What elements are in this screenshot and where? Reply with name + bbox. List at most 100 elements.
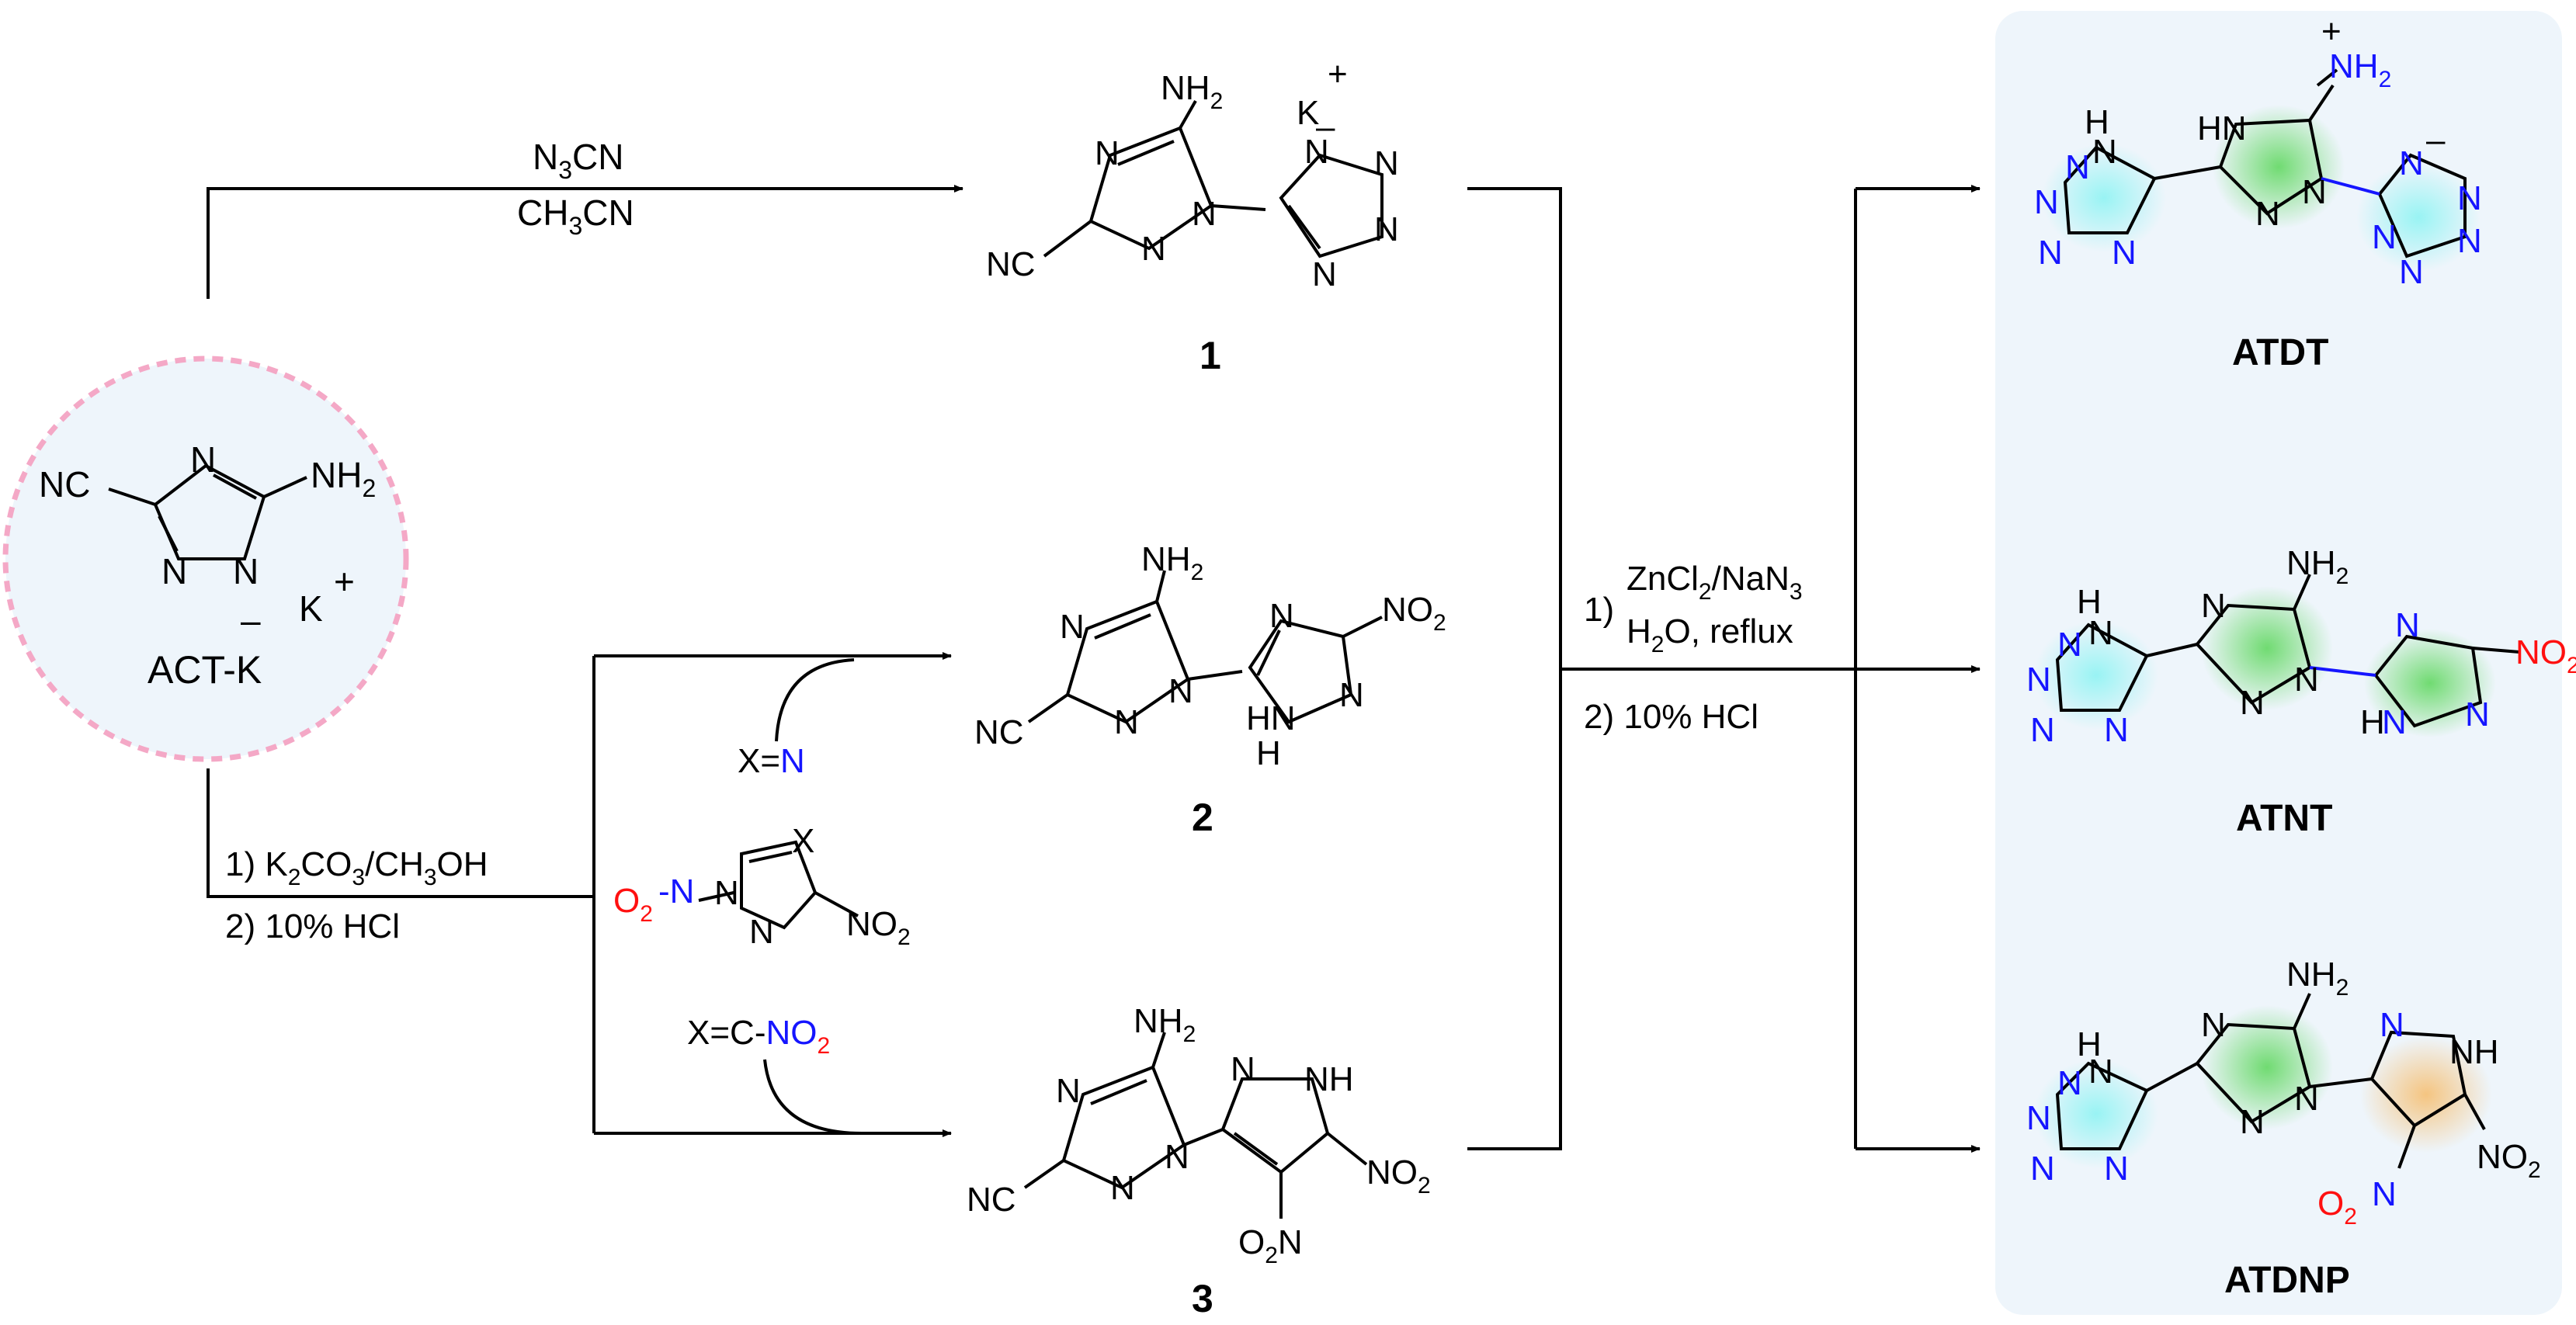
- reagent-nitropyrazole: X N N O2 -N NO2: [613, 822, 911, 951]
- compound-3: NH2 N N N NC N NH NO2 O2N 3: [967, 1002, 1431, 1320]
- svg-text:N: N: [233, 551, 259, 591]
- svg-text:NH2: NH2: [2286, 956, 2349, 1001]
- svg-text:NO2: NO2: [1382, 591, 1446, 636]
- svg-text:2) 10% HCl: 2) 10% HCl: [1584, 698, 1758, 736]
- svg-text:N: N: [714, 874, 739, 912]
- product-atdnp-label: ATDNP: [2224, 1260, 2350, 1301]
- compound-1: NH2 N N N NC N N N N K + – 1: [986, 55, 1399, 377]
- svg-text:N: N: [1060, 608, 1085, 646]
- svg-text:NC: NC: [39, 464, 90, 505]
- svg-text:H: H: [2077, 1025, 2102, 1063]
- svg-text:NH2: NH2: [1161, 69, 1223, 114]
- svg-text:NC: NC: [967, 1181, 1016, 1219]
- svg-text:N: N: [1374, 210, 1399, 248]
- svg-text:N: N: [2104, 711, 2129, 749]
- reagent-x-c: X=C-NO2: [687, 1014, 830, 1059]
- reagent-x-n: X=N: [738, 742, 805, 780]
- svg-text:N: N: [2026, 661, 2051, 699]
- svg-text:N: N: [2372, 218, 2397, 256]
- svg-text:N: N: [1110, 1169, 1135, 1207]
- svg-text:HN: HN: [2197, 109, 2247, 147]
- arrows: [207, 185, 1981, 1153]
- svg-text:H: H: [2085, 103, 2109, 141]
- svg-text:N: N: [1192, 195, 1217, 233]
- svg-text:X=C-NO2: X=C-NO2: [687, 1014, 830, 1059]
- svg-text:NO2: NO2: [846, 905, 911, 950]
- svg-text:N: N: [2399, 253, 2424, 291]
- svg-text:NC: NC: [974, 713, 1024, 751]
- svg-text:N: N: [2294, 1080, 2319, 1118]
- svg-text:N: N: [2201, 587, 2226, 625]
- svg-text:N: N: [2088, 614, 2113, 652]
- svg-text:N: N: [161, 551, 187, 591]
- svg-text:N: N: [1056, 1072, 1081, 1110]
- svg-text:1): 1): [1584, 591, 1614, 629]
- svg-text:N: N: [749, 913, 774, 951]
- svg-text:–: –: [1316, 108, 1335, 146]
- svg-text:N: N: [2030, 1150, 2055, 1188]
- svg-text:K: K: [299, 588, 323, 629]
- compound-2: NH2 N N N NC N N HN H NO2 2: [974, 540, 1446, 839]
- product-atdnp: H N N N N N N N N NH2 N NH NO2 O2 N ATDN…: [2026, 956, 2541, 1301]
- svg-text:H: H: [2360, 703, 2385, 741]
- svg-text:X=N: X=N: [738, 742, 805, 780]
- svg-text:X: X: [792, 822, 814, 860]
- svg-text:H: H: [1256, 734, 1281, 772]
- svg-text:O2N: O2N: [1238, 1223, 1303, 1268]
- svg-text:N: N: [2112, 234, 2137, 272]
- svg-text:NO2: NO2: [2477, 1138, 2541, 1183]
- svg-text:N: N: [2038, 234, 2063, 272]
- svg-text:O2: O2: [2317, 1185, 2357, 1230]
- merge-bracket: [1467, 187, 1562, 1150]
- svg-text:N: N: [2399, 144, 2424, 182]
- svg-text:N: N: [1304, 133, 1329, 171]
- svg-text:NH: NH: [1304, 1060, 1354, 1098]
- svg-text:N: N: [2255, 195, 2280, 233]
- svg-text:NO2: NO2: [2515, 633, 2576, 678]
- compound-2-label: 2: [1192, 796, 1213, 839]
- svg-text:N: N: [2240, 684, 2265, 722]
- svg-text:NH2: NH2: [311, 455, 376, 502]
- svg-text:N: N: [2201, 1006, 2226, 1044]
- svg-text:N: N: [2372, 1175, 2397, 1213]
- svg-text:NH: NH: [2449, 1033, 2499, 1071]
- compound-1-label: 1: [1199, 334, 1221, 377]
- svg-text:NH2: NH2: [1141, 540, 1203, 585]
- svg-text:NH2: NH2: [1134, 1002, 1196, 1047]
- svg-text:N: N: [2092, 133, 2117, 171]
- curve-x-n: [775, 658, 855, 742]
- product-atnt: H N N N N N N N N NH2 N N H N NO2 ATNT: [2026, 544, 2576, 839]
- svg-text:NH2: NH2: [2329, 47, 2391, 92]
- svg-text:N: N: [2104, 1150, 2129, 1188]
- svg-text:-N: -N: [658, 872, 694, 911]
- reagents-top: N3CN CH3CN: [517, 137, 634, 240]
- svg-text:NC: NC: [986, 245, 1036, 283]
- svg-text:N: N: [2034, 183, 2059, 221]
- svg-text:N: N: [1095, 134, 1120, 172]
- product-atdt: H N N N N N HN N N NH2 + N – N N N N ATD…: [2034, 12, 2482, 373]
- svg-text:N: N: [2457, 179, 2482, 217]
- svg-text:N: N: [1114, 703, 1139, 741]
- svg-text:N: N: [1339, 676, 1364, 714]
- svg-text:HN: HN: [1246, 699, 1296, 737]
- svg-text:N: N: [2382, 703, 2407, 741]
- svg-text:+: +: [2321, 12, 2342, 50]
- svg-text:O2: O2: [613, 882, 653, 927]
- svg-text:ZnCl2/NaN3: ZnCl2/NaN3: [1626, 560, 1803, 605]
- svg-text:N: N: [1269, 597, 1294, 635]
- product-atnt-label: ATNT: [2236, 798, 2332, 839]
- svg-text:N: N: [2302, 173, 2327, 211]
- reagents-bottom: 1) K2CO3/CH3OH 2) 10% HCl: [225, 845, 488, 945]
- svg-text:N: N: [2380, 1006, 2404, 1044]
- svg-text:N: N: [190, 439, 216, 480]
- start-name: ACT-K: [148, 648, 262, 692]
- svg-text:NO2: NO2: [1366, 1153, 1431, 1198]
- curve-x-c: [763, 1059, 863, 1135]
- svg-text:+: +: [1328, 55, 1348, 93]
- svg-text:N: N: [2057, 626, 2082, 664]
- svg-text:N: N: [2294, 661, 2319, 699]
- svg-text:CH3CN: CH3CN: [517, 193, 634, 240]
- svg-text:N: N: [1231, 1050, 1255, 1088]
- svg-text:N: N: [2026, 1099, 2051, 1137]
